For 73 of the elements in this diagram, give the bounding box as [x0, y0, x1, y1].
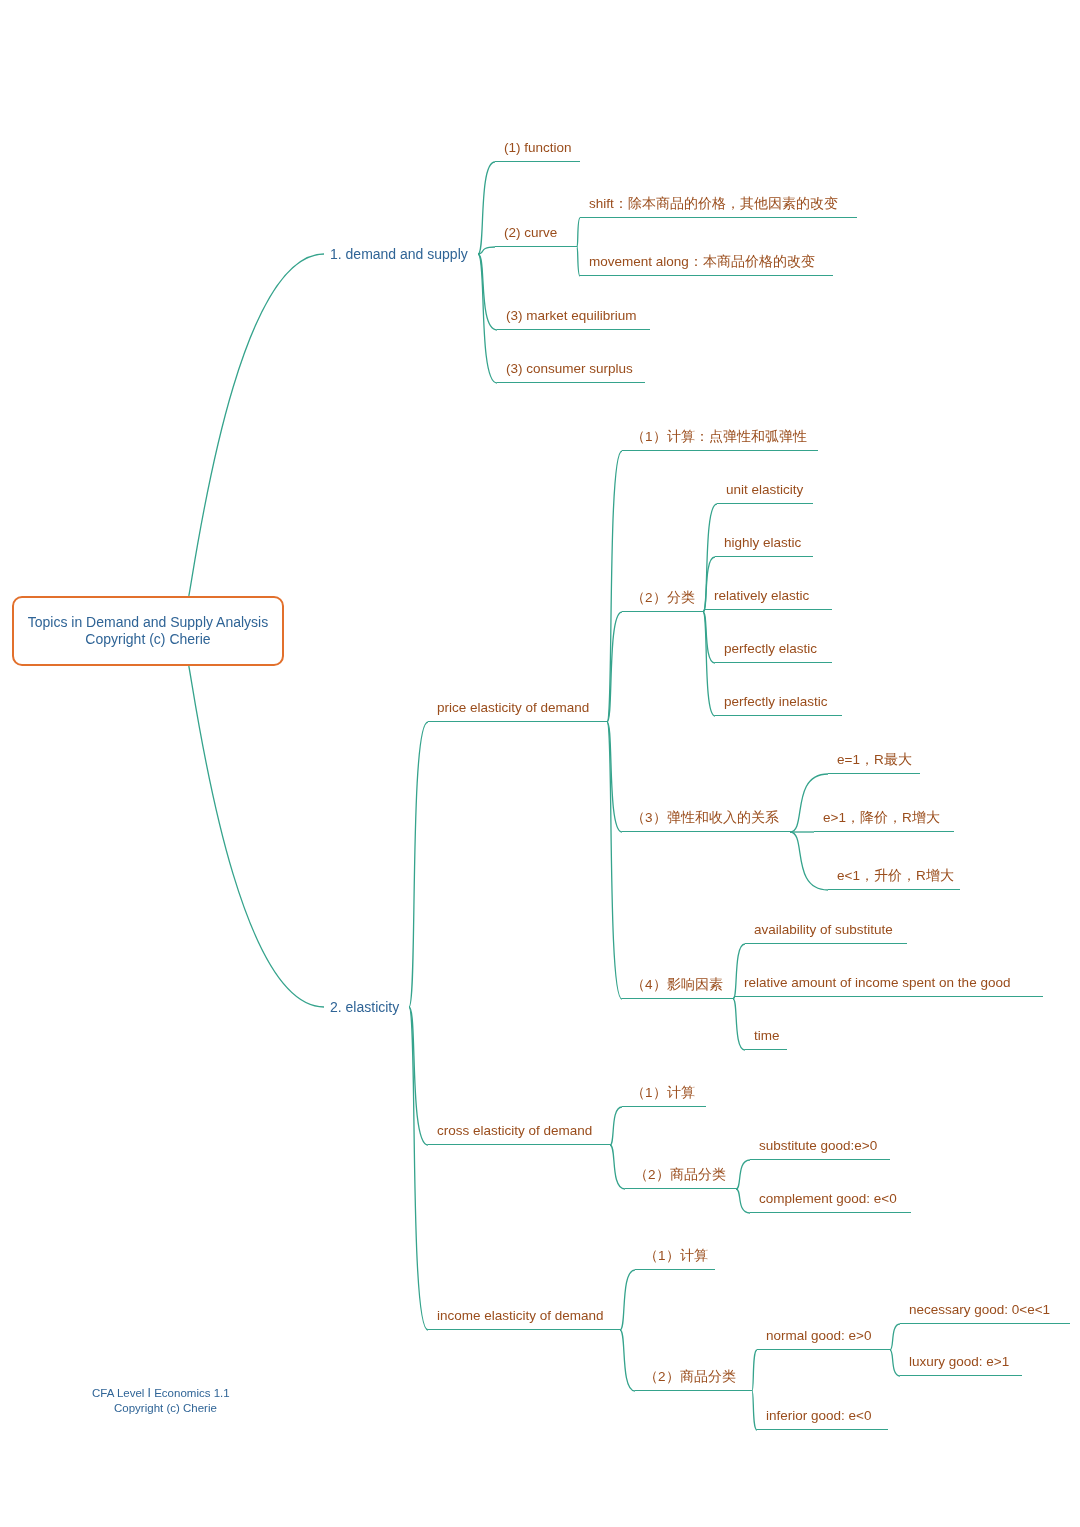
- branch-line: [188, 253, 325, 597]
- branch-line: [619, 1329, 636, 1392]
- branch-line: [735, 1188, 751, 1214]
- subtopic: e=1，R最大: [828, 751, 920, 774]
- branch-line: [477, 253, 498, 384]
- branch-line: [789, 831, 829, 891]
- branch-line: [732, 996, 736, 1000]
- subtopic: complement good: e<0: [750, 1190, 911, 1213]
- subtopic: （3）弹性和收入的关系: [622, 809, 790, 832]
- branch-line: [606, 611, 623, 723]
- branch-line: [477, 253, 498, 331]
- branch-line: [408, 1006, 429, 1331]
- branch-topic: 2. elasticity: [330, 998, 400, 1016]
- subtopic: e<1，升价，R增大: [828, 867, 960, 890]
- branch-line: [751, 1390, 758, 1431]
- subtopic: （1）计算：点弹性和弧弹性: [622, 428, 818, 451]
- subtopic: (3) market equilibrium: [497, 307, 650, 330]
- subtopic: （4）影响因素: [622, 976, 733, 999]
- footer-note: Copyright (c) Cherie: [114, 1401, 217, 1416]
- branch-topic: 1. demand and supply: [330, 245, 468, 263]
- branch-line: [576, 217, 581, 248]
- branch-line: [702, 609, 706, 613]
- subtopic: e>1，降价，R增大: [814, 809, 954, 832]
- subtopic: time: [745, 1027, 787, 1050]
- subtopic: highly elastic: [715, 534, 813, 557]
- branch-line: [606, 450, 623, 723]
- branch-line: [408, 721, 429, 1008]
- branch-line: [751, 1349, 758, 1392]
- branch-line: [576, 246, 581, 277]
- branch-line: [732, 998, 746, 1051]
- subtopic: relative amount of income spent on the good: [735, 974, 1043, 997]
- subtopic: (2) curve: [495, 224, 577, 247]
- branch-line: [889, 1323, 901, 1351]
- branch-line: [477, 161, 496, 255]
- branch-line: [408, 1006, 429, 1146]
- central-topic-box: [12, 596, 284, 666]
- subtopic: movement along：本商品价格的改变: [580, 253, 833, 276]
- branch-line: [735, 1159, 751, 1190]
- subtopic: substitute good:e>0: [750, 1137, 890, 1160]
- branch-line: [702, 611, 716, 664]
- branch-line: [619, 1269, 636, 1331]
- subtopic: cross elasticity of demand: [428, 1122, 610, 1145]
- branch-line: [702, 611, 716, 717]
- subtopic: perfectly elastic: [715, 640, 832, 663]
- subtopic: income elasticity of demand: [428, 1307, 620, 1330]
- subtopic: luxury good: e>1: [900, 1353, 1022, 1376]
- subtopic: unit elasticity: [717, 481, 813, 504]
- branch-line: [188, 665, 325, 1008]
- subtopic: normal good: e>0: [757, 1327, 890, 1350]
- footer-note: CFA Level Ⅰ Economics 1.1: [92, 1386, 230, 1401]
- topic-text: Topics in Demand and Supply Analysis: [27, 614, 269, 631]
- subtopic: （1）计算: [635, 1247, 715, 1270]
- subtopic: relatively elastic: [705, 587, 832, 610]
- branch-line: [789, 831, 815, 833]
- subtopic: perfectly inelastic: [715, 693, 842, 716]
- subtopic: （2）商品分类: [635, 1368, 752, 1391]
- subtopic: necessary good: 0<e<1: [900, 1301, 1070, 1324]
- subtopic: (3) consumer surplus: [497, 360, 645, 383]
- branch-line: [609, 1144, 626, 1190]
- subtopic: (1) function: [495, 139, 580, 162]
- subtopic: （1）计算: [622, 1084, 706, 1107]
- branch-line: [606, 721, 623, 833]
- subtopic: （2）商品分类: [625, 1166, 736, 1189]
- topic-text: Copyright (c) Cherie: [85, 631, 211, 648]
- branch-line: [477, 246, 496, 255]
- subtopic: （2）分类: [622, 589, 703, 612]
- branch-line: [606, 721, 623, 1000]
- branch-line: [609, 1106, 623, 1146]
- branch-line: [889, 1349, 901, 1377]
- subtopic: availability of substitute: [745, 921, 907, 944]
- subtopic: price elasticity of demand: [428, 699, 607, 722]
- subtopic: shift：除本商品的价格，其他因素的改变: [580, 195, 857, 218]
- subtopic: inferior good: e<0: [757, 1407, 888, 1430]
